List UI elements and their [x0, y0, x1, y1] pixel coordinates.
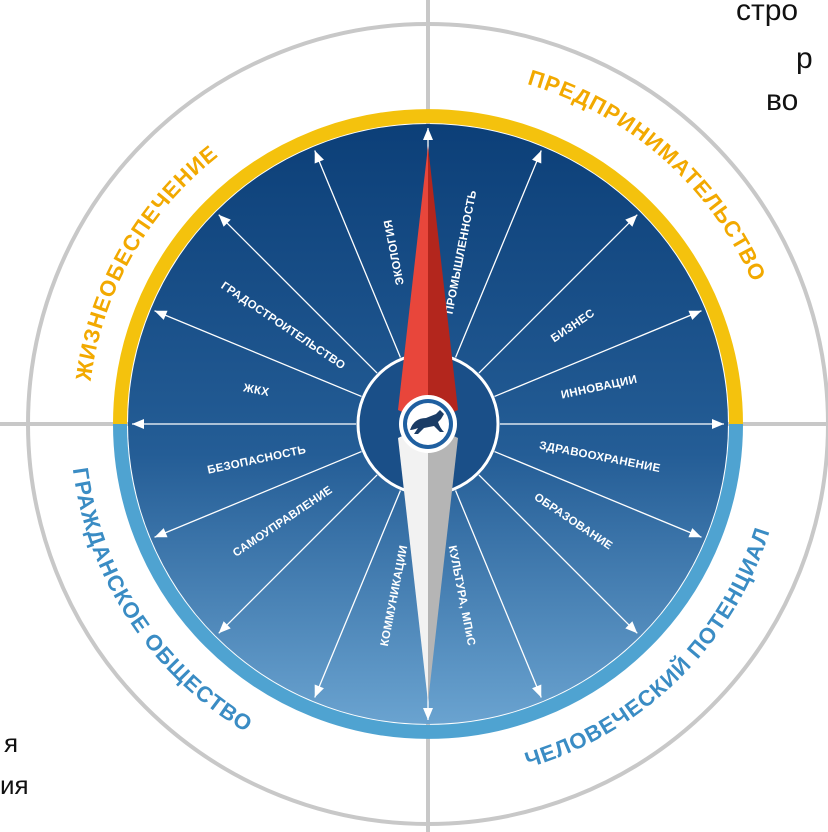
spoke-line: [314, 490, 402, 698]
spoke-line: [314, 150, 402, 358]
spoke-label: ЖКХ: [241, 382, 270, 399]
needle-south-right: [428, 424, 458, 702]
spoke-arrows: [132, 128, 724, 720]
spoke-line: [218, 214, 378, 374]
needle-north-left: [398, 146, 428, 424]
spoke-line: [454, 490, 542, 698]
needle-north-right: [428, 146, 458, 424]
upper-ring: [113, 109, 743, 425]
spoke-arrowhead: [218, 214, 231, 227]
spoke-line: [494, 450, 702, 538]
spoke-arrowhead: [712, 419, 724, 429]
spoke-line: [454, 150, 542, 358]
spoke-arrowhead: [132, 419, 144, 429]
spoke-line: [478, 474, 638, 634]
spoke-line: [154, 450, 362, 538]
spoke-arrowhead: [154, 528, 168, 538]
spoke-arrowhead: [532, 150, 542, 164]
text-fragment: во: [766, 84, 799, 117]
spoke-arrowhead: [688, 528, 702, 538]
sable-emblem-icon: [399, 395, 457, 453]
spoke-arrowhead: [532, 684, 542, 698]
spoke-arrowhead: [314, 684, 324, 698]
needle-south-left: [398, 424, 428, 702]
text-fragment: стро: [736, 0, 799, 27]
spoke-arrowhead: [154, 310, 168, 320]
spoke-line: [478, 214, 638, 374]
spoke-line: [218, 474, 378, 634]
lower-ring: [113, 423, 743, 739]
spoke-arrowhead: [423, 708, 433, 720]
spoke-line: [154, 310, 362, 398]
spoke-arrowhead: [314, 150, 324, 164]
spoke-arrowhead: [218, 621, 231, 634]
text-fragment: р: [796, 42, 813, 75]
spoke-arrowhead: [625, 621, 638, 634]
spoke-arrowhead: [625, 214, 638, 227]
spoke-line: [494, 310, 702, 398]
compass-needle: [398, 146, 458, 702]
text-fragment: ия: [0, 770, 29, 800]
spoke-arrowhead: [688, 310, 702, 320]
text-fragment: я: [4, 728, 19, 758]
spoke-arrowhead: [423, 128, 433, 140]
